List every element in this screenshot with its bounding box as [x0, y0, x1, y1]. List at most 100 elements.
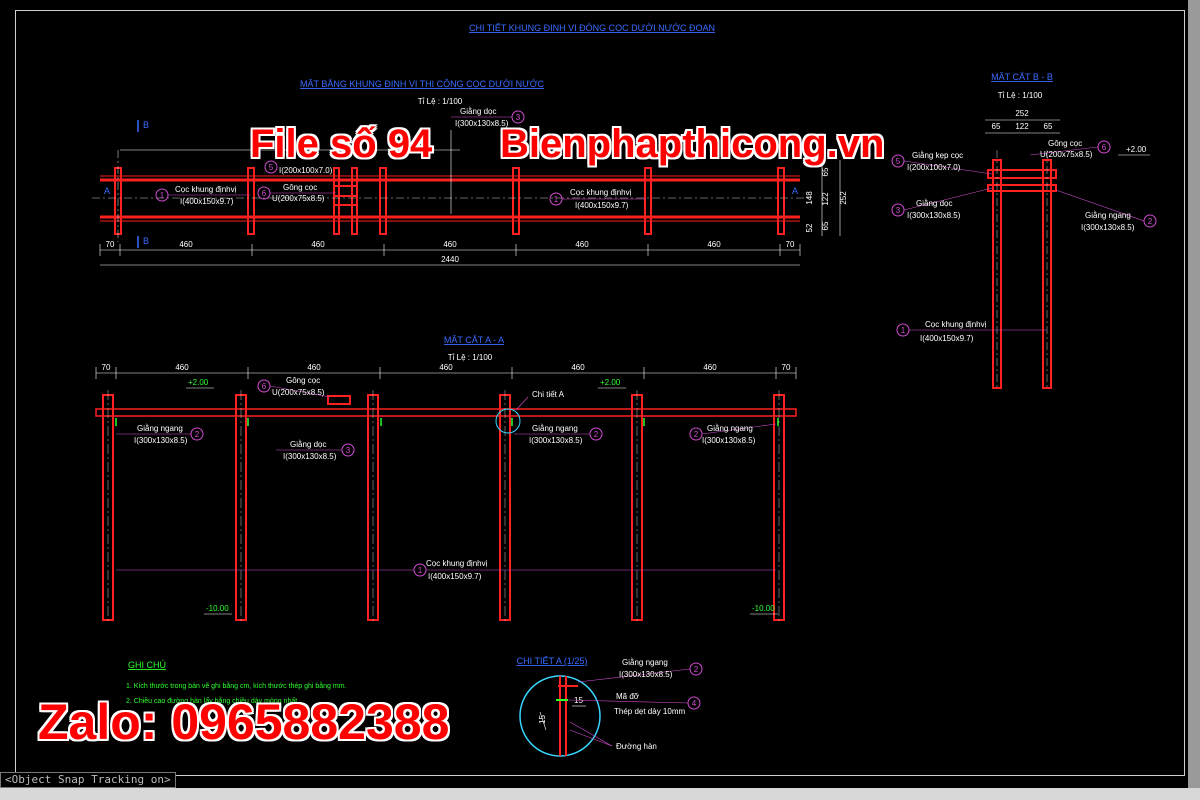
svg-text:6: 6 [1102, 143, 1107, 152]
detail-a-title: CHI TIẾT A (1/25) [517, 656, 588, 666]
section-bb-dim: 122 [1015, 122, 1029, 131]
section-bb-dim: 65 [1044, 122, 1053, 131]
watermark-file-number: File số 94 [250, 122, 433, 166]
section-mark-b-bottom: B [143, 236, 149, 246]
section-aa-dimension-chain: 70 460 460 460 460 460 70 [102, 363, 791, 372]
svg-text:3: 3 [346, 446, 351, 455]
plan-side-dim: 252 [839, 191, 848, 205]
plan-long-brace-name: Giằng dọc [460, 107, 496, 116]
svg-text:1: 1 [554, 195, 559, 204]
svg-text:2: 2 [694, 665, 699, 674]
plan-total-dim: 2440 [441, 255, 459, 264]
aa-detail-ref: Chi tiết A [532, 390, 565, 399]
aa-dim: 70 [782, 363, 791, 372]
aa-elev-top-right: +2.00 [600, 378, 621, 387]
section-mark-b-top: B [143, 120, 149, 130]
svg-text:2: 2 [694, 430, 699, 439]
watermark-zalo: Zalo: 0965882388 [38, 694, 450, 750]
plan-dim: 460 [179, 240, 193, 249]
bb-long-brace-spec: I(300x130x8.5) [907, 211, 961, 220]
plan-long-brace-spec: I(300x130x8.5) [455, 119, 509, 128]
section-mark-a-right: A [792, 186, 798, 196]
right-scrollbar[interactable] [1188, 0, 1200, 788]
aa-pile-brace-spec: U(200x75x8.5) [272, 388, 325, 397]
svg-text:5: 5 [896, 157, 901, 166]
svg-text:6: 6 [262, 189, 267, 198]
bb-frame-spec: I(400x150x9.7) [920, 334, 974, 343]
aa-long-brace-spec: I(300x130x8.5) [283, 452, 337, 461]
plan-view: MẶT BẰNG KHUNG ĐỊNH VỊ THI CÔNG CỌC DƯỚI… [92, 79, 848, 266]
section-bb-dim: 65 [992, 122, 1001, 131]
bottom-status-strip [0, 788, 1200, 800]
watermark-site: Bienphapthicong.vn [500, 122, 885, 166]
plan-frame-spec: I(400x150x9.7) [180, 197, 234, 206]
main-title: CHI TIẾT KHUNG ĐỊNH VỊ ĐÓNG CỌC DƯỚI NƯỚ… [469, 23, 715, 33]
svg-text:1: 1 [160, 191, 165, 200]
notes-block: GHI CHÚ 1. Kích thước trong bản vẽ ghi b… [126, 660, 347, 705]
section-mark-a-left: A [104, 186, 110, 196]
detail-wedge: Mã đỡ [616, 692, 640, 701]
plan-dimension-chain: 70 460 460 460 460 460 70 [106, 240, 795, 249]
detail-dim: 15 [538, 715, 547, 724]
note-item: 2. Chiều cao đường hàn lấy bằng chiều dà… [126, 696, 299, 705]
bb-cross-brace-name: Giằng ngang [1085, 211, 1131, 220]
section-bb-dim-total: 252 [1015, 109, 1029, 118]
aa-dim: 460 [175, 363, 189, 372]
bb-clamp-name: Giằng kẹp cọc [912, 151, 963, 160]
detail-brace-name: Giằng ngang [622, 658, 668, 667]
aa-cross-brace-spec-1: I(300x130x8.5) [134, 436, 188, 445]
aa-elev-bottom-left: -10.00 [206, 604, 229, 613]
plan-dim: 70 [106, 240, 115, 249]
plan-side-dim: 122 [821, 192, 830, 206]
plan-dim: 460 [575, 240, 589, 249]
plan-side-dim: 65 [821, 167, 830, 176]
bb-clamp-spec: I(200x100x7.0) [907, 163, 961, 172]
aa-dim: 460 [439, 363, 453, 372]
aa-cross-brace-name-2: Giằng ngang [532, 424, 578, 433]
plan-title: MẶT BẰNG KHUNG ĐỊNH VỊ THI CÔNG CỌC DƯỚI… [300, 79, 544, 89]
command-status-text: <Object Snap Tracking on> [0, 772, 176, 788]
aa-pile-brace-name: Gông cọc [286, 376, 320, 385]
section-bb-elevation: +2.00 [1126, 145, 1147, 154]
note-item: 1. Kích thước trong bản vẽ ghi bằng cm, … [126, 681, 347, 690]
plan-frame-name-2: Cọc khung địnhvị [570, 188, 632, 197]
aa-dim: 70 [102, 363, 111, 372]
aa-cross-brace-name-3: Giằng ngang [707, 424, 753, 433]
detail-weld: Đường hàn [616, 742, 657, 751]
drawing-frame [15, 10, 1185, 776]
aa-long-brace-name: Giằng dọc [290, 440, 326, 449]
plan-clamp-spec: I(200x100x7.0) [279, 166, 333, 175]
svg-text:2: 2 [1148, 217, 1153, 226]
detail-brace-spec: I(300x130x8.5) [619, 670, 673, 679]
section-bb-view: MẶT CẮT B - B Tỉ Lệ : 1/100 252 65 122 6… [891, 72, 1157, 390]
bb-pile-brace-name: Gông cọc [1048, 139, 1082, 148]
detail-a-view: CHI TIẾT A (1/25) 15 15 2 Giằng ngang I(… [517, 656, 703, 757]
bb-cross-brace-spec: I(300x130x8.5) [1081, 223, 1135, 232]
plan-dim: 460 [443, 240, 457, 249]
section-bb-title: MẶT CẮT B - B [991, 72, 1053, 82]
plan-dim: 460 [311, 240, 325, 249]
svg-text:6: 6 [262, 382, 267, 391]
svg-text:2: 2 [594, 430, 599, 439]
bb-long-brace-name: Giằng dọc [916, 199, 952, 208]
svg-text:4: 4 [692, 699, 697, 708]
plan-side-dim: 52 [805, 223, 814, 232]
section-aa-title: MẶT CẮT A - A [444, 335, 504, 345]
aa-elev-bottom-right: -10.00 [752, 604, 775, 613]
aa-frame-spec: I(400x150x9.7) [428, 572, 482, 581]
plan-frame-name: Cọc khung địnhvị [175, 185, 237, 194]
svg-text:3: 3 [896, 206, 901, 215]
svg-text:1: 1 [901, 326, 906, 335]
notes-title: GHI CHÚ [128, 660, 166, 670]
plan-pile-brace-name: Gông cọc [283, 183, 317, 192]
aa-dim: 460 [571, 363, 585, 372]
svg-text:5: 5 [269, 163, 274, 172]
bb-pile-brace-spec: U(200x75x8.5) [1040, 150, 1093, 159]
plan-side-dim: 65 [821, 221, 830, 230]
aa-dim: 460 [703, 363, 717, 372]
aa-frame-name: Cọc khung địnhvị [426, 559, 488, 568]
svg-text:2: 2 [195, 430, 200, 439]
plan-dim: 460 [707, 240, 721, 249]
section-aa-scale: Tỉ Lệ : 1/100 [448, 353, 493, 362]
